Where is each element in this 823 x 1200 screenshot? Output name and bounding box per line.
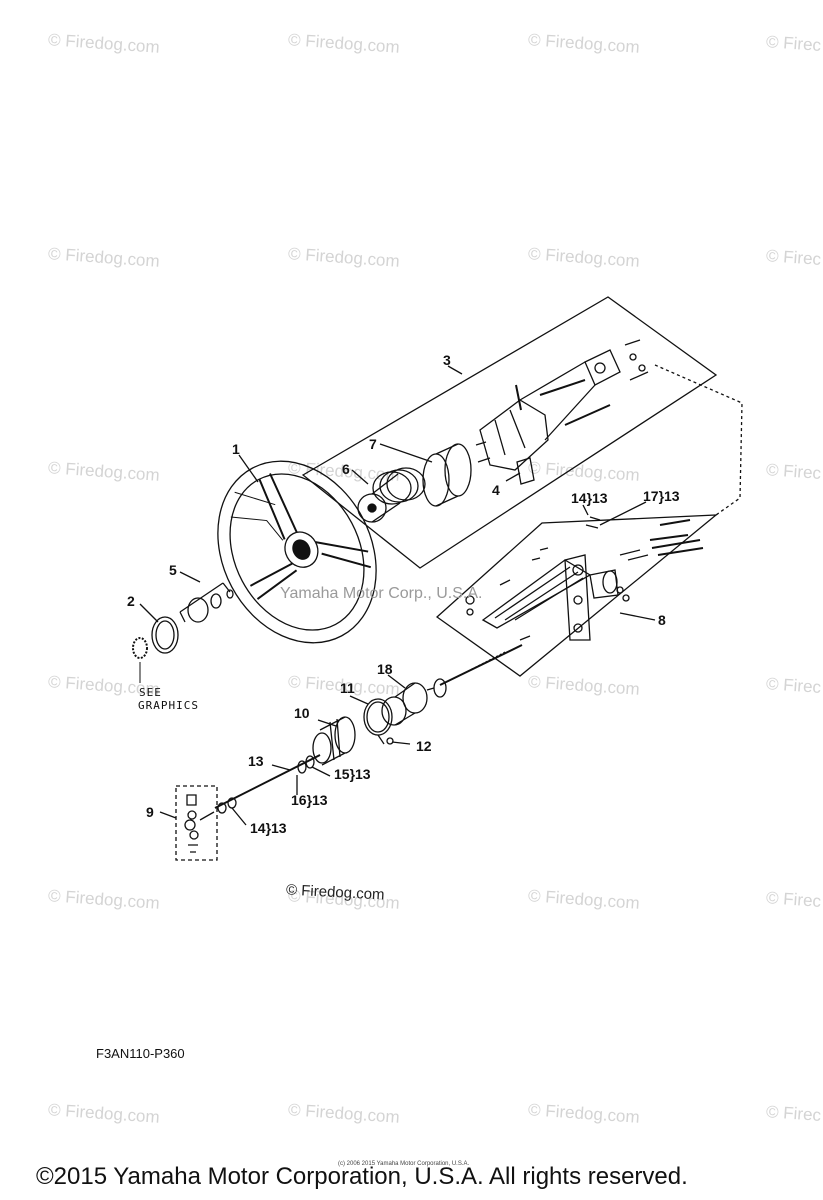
leader-12 (391, 741, 411, 745)
clamp-11 (363, 698, 393, 745)
part-label-7: 7 (369, 436, 377, 452)
center-watermark: Yamaha Motor Corp., U.S.A. (280, 585, 483, 602)
bracket-5 (179, 582, 231, 623)
copyright-footer: ©2015 Yamaha Motor Corporation, U.S.A. A… (36, 1163, 688, 1190)
part-label-2: 2 (127, 593, 135, 609)
part-label-9: 9 (146, 804, 154, 820)
part-label-4: 4 (492, 482, 500, 498)
leader-9 (159, 811, 177, 819)
see-graphics-note: SEE GRAPHICS (138, 686, 199, 712)
part-label-5: 5 (169, 562, 177, 578)
cable-lower (214, 754, 321, 809)
leader-6 (351, 469, 369, 485)
diagram-code: F3AN110-P360 (96, 1046, 185, 1061)
lever-8 (465, 519, 704, 641)
see-graphics-line-2: GRAPHICS (138, 699, 199, 712)
housing (475, 339, 649, 471)
boot-18 (381, 678, 447, 726)
leader-14b (231, 807, 247, 826)
steering-wheel (217, 460, 377, 644)
small-copyright: (c) 2006 2015 Yamaha Motor Corporation, … (338, 1161, 470, 1167)
part-label-16: 16}13 (291, 792, 328, 808)
emblem-graphics (132, 637, 148, 683)
assembly-box-9 (175, 785, 218, 861)
leader-8 (619, 612, 656, 621)
leader-13 (271, 764, 291, 771)
leader-3 (447, 365, 463, 375)
bracket-4 (516, 457, 535, 485)
part-label-13: 13 (248, 753, 264, 769)
boot-10 (312, 716, 356, 766)
part-label-12: 12 (416, 738, 432, 754)
ring-7 (422, 443, 472, 507)
leader-14a (582, 504, 589, 516)
part-label-17: 17}13 (643, 488, 680, 504)
leader-1 (238, 454, 259, 483)
part-label-14-bottom: 14}13 (250, 820, 287, 836)
leader-10 (317, 719, 337, 727)
leader-15 (311, 766, 331, 777)
part-label-18: 18 (377, 661, 393, 677)
leader-2 (139, 603, 159, 623)
part-label-14-top: 14}13 (571, 490, 608, 506)
leader-18 (387, 674, 406, 689)
part-label-6: 6 (342, 461, 350, 477)
leader-5 (179, 571, 201, 583)
see-graphics-line-1: SEE (139, 686, 162, 699)
nut-5 (179, 582, 234, 623)
fittings-lower (217, 755, 315, 814)
leader-11 (349, 695, 369, 705)
leader-4 (505, 472, 521, 482)
part-label-11: 11 (340, 680, 355, 696)
part-label-1: 1 (232, 441, 240, 457)
assembly-box-8 (435, 514, 718, 677)
fittings-box-9 (184, 794, 215, 853)
part-label-10: 10 (294, 705, 310, 721)
leader-7 (379, 443, 433, 463)
assembly-box-3 (301, 296, 718, 569)
part-label-3: 3 (443, 352, 451, 368)
part-label-15: 15}13 (334, 766, 371, 782)
dashed-link-3-8 (654, 364, 743, 516)
cable (439, 644, 523, 686)
leader-17 (599, 501, 647, 526)
part-label-8: 8 (658, 612, 666, 628)
cap-2 (151, 616, 179, 654)
pulley-6 (357, 467, 426, 523)
